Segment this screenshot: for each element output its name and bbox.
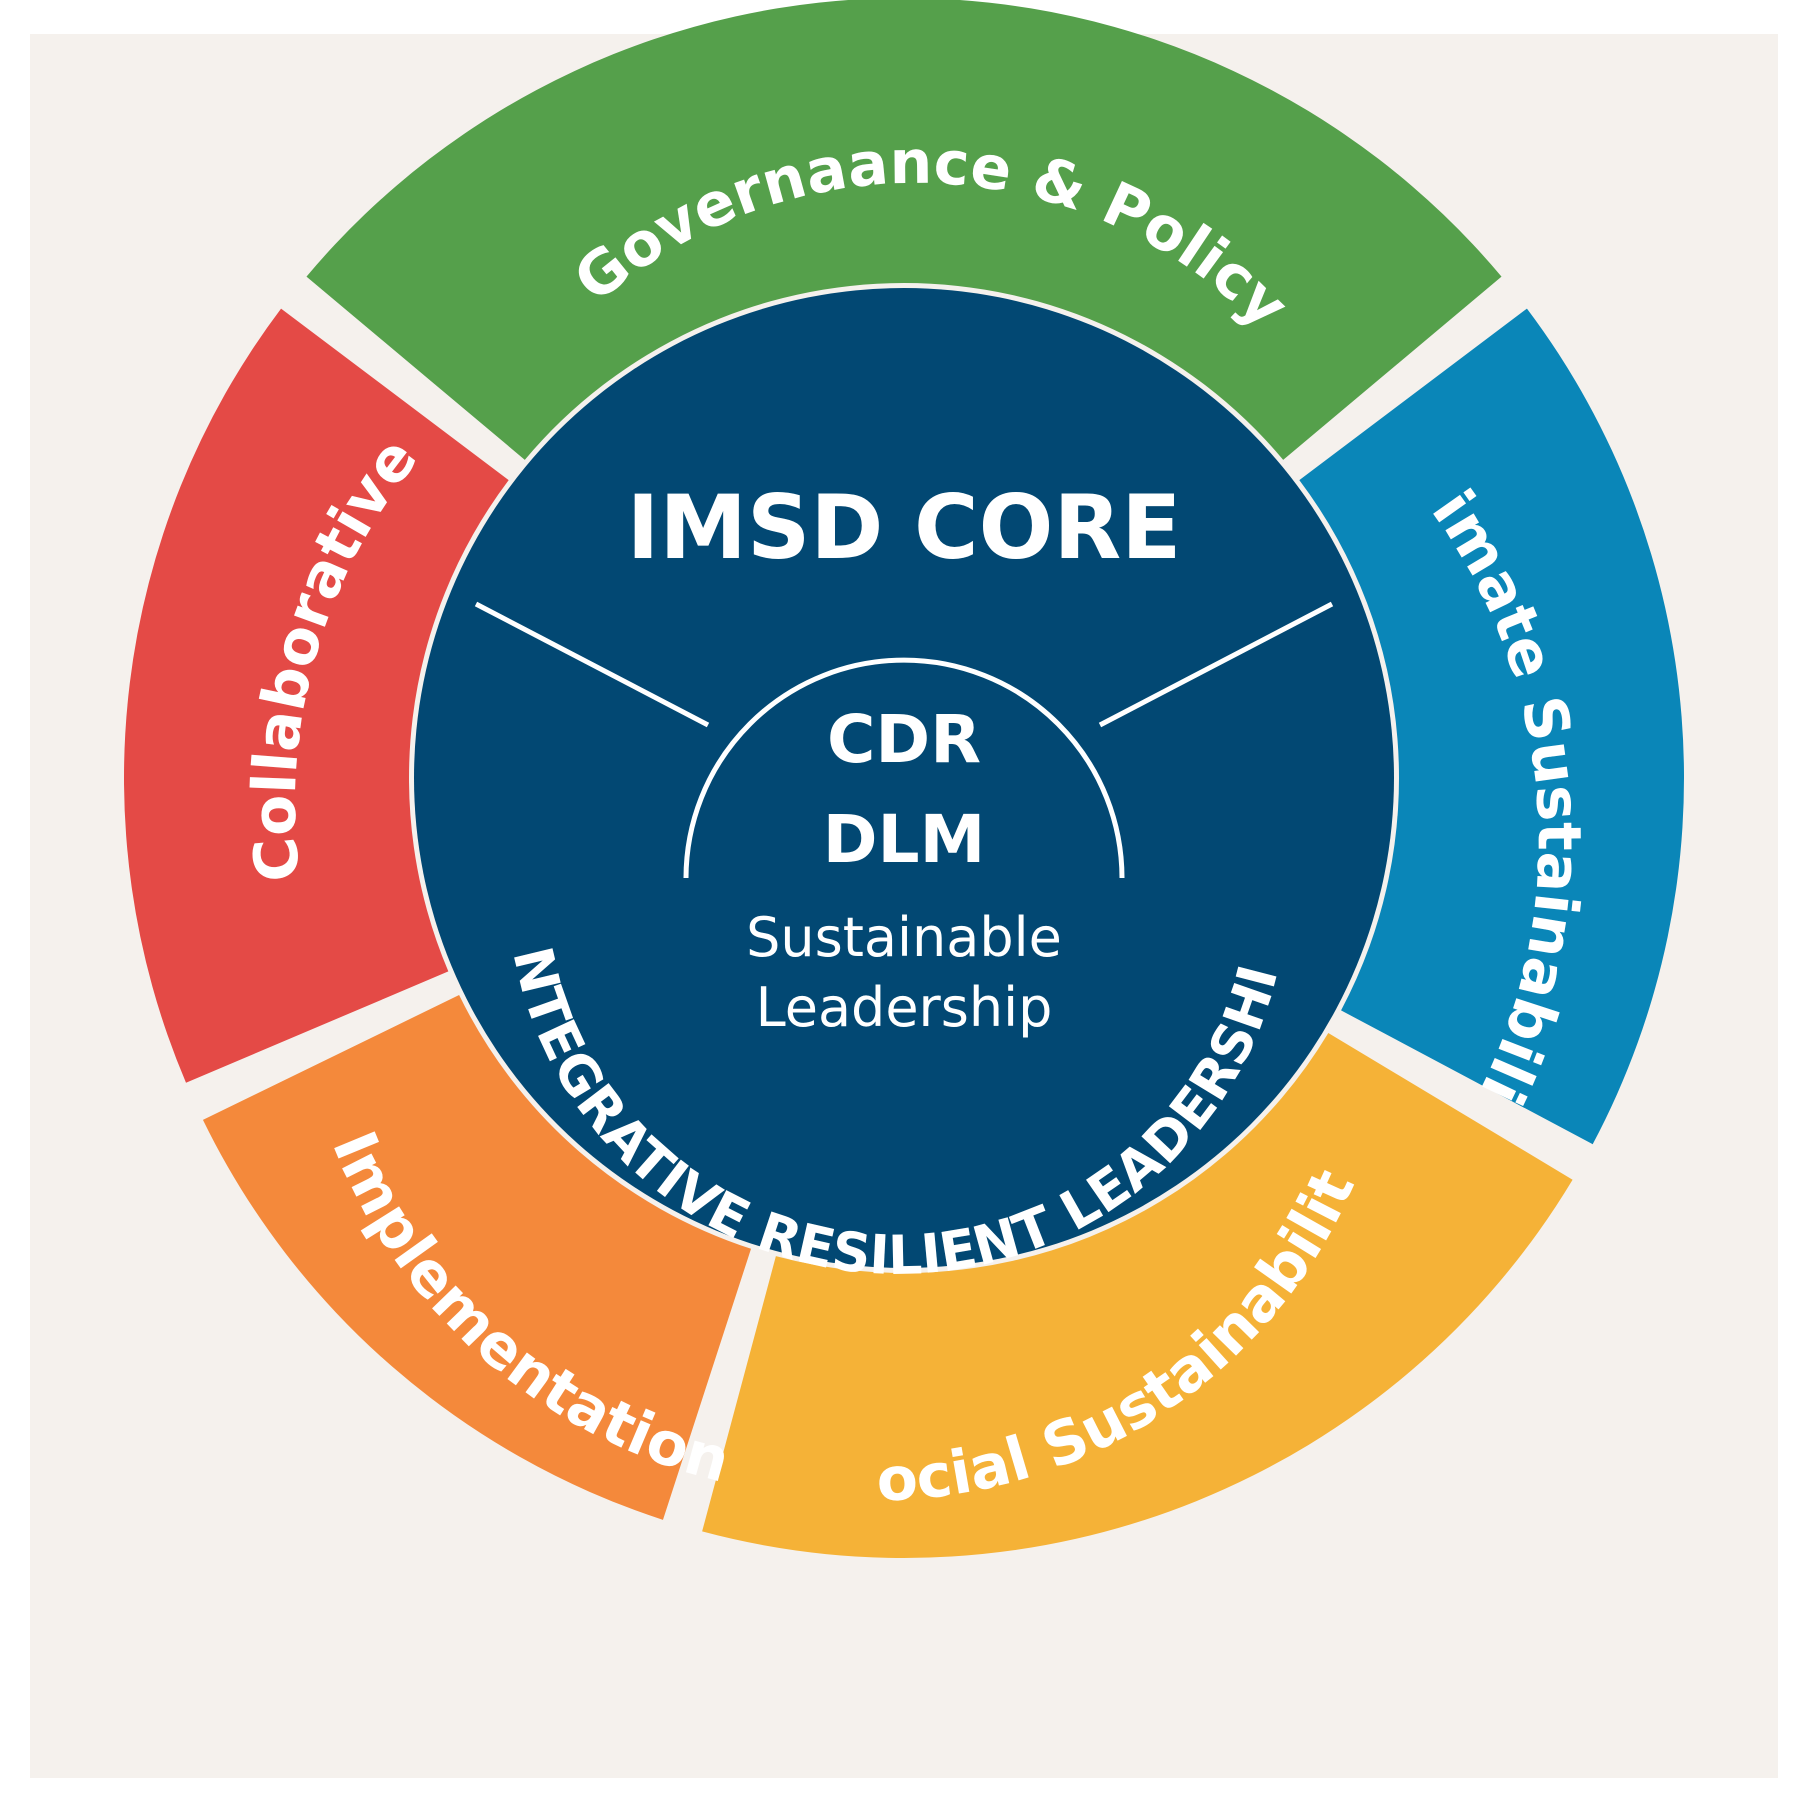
segment-social-sustainability	[702, 1032, 1573, 1558]
core-item-cdr: CDR	[827, 701, 981, 778]
segment-governance-policy	[306, 0, 1502, 460]
outer-ring	[124, 0, 1684, 1558]
core-disc	[414, 288, 1394, 1268]
core-item-dlm: DLM	[823, 801, 986, 878]
core-divider-right	[1098, 601, 1334, 728]
core-subtitle-line-2: Leadership	[756, 976, 1053, 1039]
core-inner-arch	[683, 657, 1125, 879]
core-divider-left	[474, 601, 710, 728]
core-subtitle-line-1: Sustainable	[746, 906, 1062, 969]
segment-climate-sustainability	[1299, 308, 1684, 1145]
core-title: IMSD CORE	[627, 476, 1182, 579]
segment-collaborative	[124, 308, 509, 1083]
segment-implementation	[202, 994, 752, 1520]
